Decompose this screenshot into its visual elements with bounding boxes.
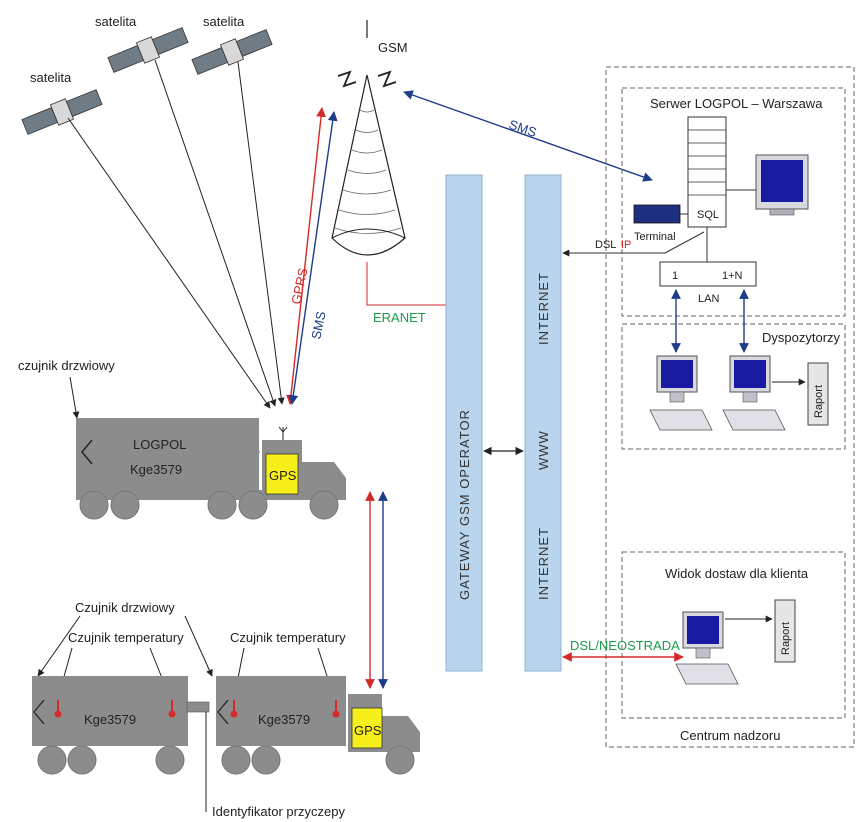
truck2-temp-sensor-right-label: Czujnik temperatury — [230, 630, 346, 645]
client-view-box — [621, 551, 846, 719]
temp-sensor-icon-3 — [230, 700, 238, 718]
internet-bottom-label: INTERNET — [536, 527, 551, 600]
truck2-trailer-plate: Kge3579 — [84, 712, 136, 727]
satellite-3 — [191, 29, 273, 75]
client-view-title: Widok dostaw dla klienta — [665, 566, 809, 581]
lan-label: LAN — [698, 293, 719, 305]
server-box — [621, 87, 846, 317]
eranet-label: ERANET — [373, 310, 426, 325]
terminal-device — [633, 204, 688, 224]
trailer-id-label: Identyfikator przyczepy — [212, 804, 345, 819]
truck1-company: LOGPOL — [133, 437, 186, 452]
server-title: Serwer LOGPOL – Warszawa — [650, 96, 823, 111]
sms-label-top: SMS — [507, 117, 539, 140]
gateway-gsm-operator-bar — [445, 174, 483, 672]
gsm-label: GSM — [378, 40, 408, 55]
truck2-gps-unit — [351, 707, 383, 749]
www-label: WWW — [536, 430, 551, 470]
sms-link-server — [403, 90, 653, 182]
satellite-label-2: satelita — [95, 14, 137, 29]
dispatchers-box — [621, 323, 846, 450]
dispatcher-computer-1 — [649, 355, 713, 431]
truck2-truck-plate: Kge3579 — [258, 712, 310, 727]
lan-port-1: 1 — [672, 270, 678, 282]
truck2-door-pointer-right — [184, 615, 213, 677]
centrum-nadzoru-label: Centrum nadzoru — [680, 728, 780, 743]
centrum-nadzoru-boundary — [605, 66, 855, 748]
dispatchers-title: Dyspozytorzy — [762, 330, 841, 345]
dsl-ip-link — [664, 231, 705, 254]
ip-label: IP — [621, 239, 631, 251]
sms-link-truck — [288, 111, 338, 405]
dsl-neostrada-label: DSL/NEOSTRADA — [570, 638, 680, 653]
truck1-door-sensor-pointer — [69, 376, 80, 419]
gsm-tower — [331, 20, 406, 256]
client-report-box — [774, 599, 796, 663]
sms-label-vertical: SMS — [308, 310, 329, 341]
temp-sensor-icon-4 — [332, 700, 340, 718]
lan-port-n: 1+N — [722, 270, 743, 282]
satellite-label-1: satelita — [30, 70, 72, 85]
temp-sensor-icon-2 — [168, 700, 176, 718]
satellite-1 — [21, 89, 103, 135]
client-report-label: Raport — [780, 622, 792, 655]
truck1-plate: Kge3579 — [130, 462, 182, 477]
lan-switch — [659, 261, 757, 287]
sql-server-rack — [687, 116, 727, 228]
dispatcher-report-box — [807, 362, 829, 426]
truck2-gps-label: GPS — [354, 723, 382, 738]
satellite-signal-lines — [67, 59, 285, 409]
gateway-bar-label: GATEWAY GSM OPERATOR — [457, 409, 472, 600]
internet-www-bar — [524, 174, 562, 672]
client-computer — [675, 611, 739, 685]
satellite-label-3: satelita — [203, 14, 245, 29]
truck1-gps-label: GPS — [269, 468, 297, 483]
truck1-door-sensor-label: czujnik drzwiowy — [18, 358, 115, 373]
dsl-label: DSL — [595, 239, 616, 251]
sql-label: SQL — [697, 209, 719, 221]
truck2-door-sensor-label: Czujnik drzwiowy — [75, 600, 175, 615]
gprs-link — [286, 107, 326, 405]
dispatcher-computer-2 — [722, 355, 786, 431]
temp-sensor-icon-1 — [54, 700, 62, 718]
truck2-truck — [216, 676, 420, 775]
truck2-temp-sensor-left-label: Czujnik temperatury — [68, 630, 184, 645]
truck1-gps-unit — [265, 453, 299, 495]
eranet-connector — [366, 262, 452, 306]
dispatcher-report-label: Raport — [813, 385, 825, 418]
terminal-label: Terminal — [634, 231, 676, 243]
truck1 — [76, 418, 346, 520]
server-monitor — [726, 154, 809, 216]
internet-top-label: INTERNET — [536, 272, 551, 345]
satellite-2 — [107, 27, 189, 73]
truck2-door-pointer-left — [37, 615, 81, 677]
